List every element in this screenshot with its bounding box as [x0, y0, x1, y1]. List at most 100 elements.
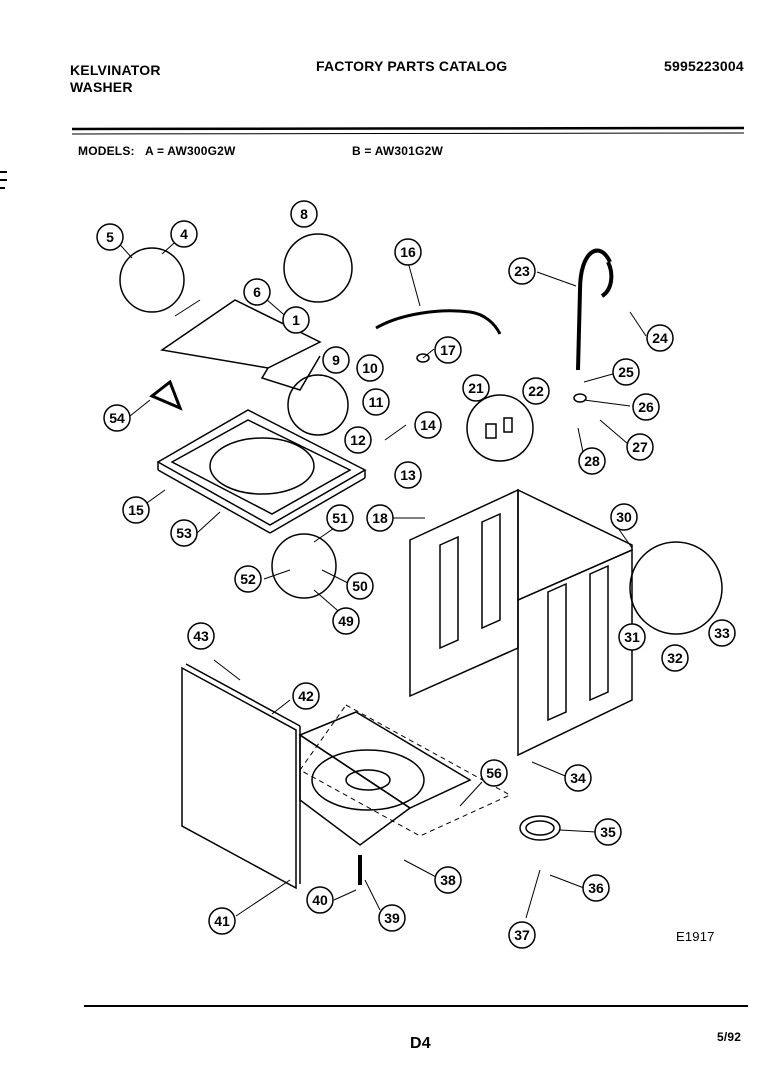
svg-text:36: 36 [588, 880, 604, 896]
callout-13: 13 [394, 461, 422, 489]
callout-36: 36 [582, 874, 610, 902]
svg-text:38: 38 [440, 872, 456, 888]
callout-35: 35 [594, 818, 622, 846]
svg-text:18: 18 [372, 510, 388, 526]
svg-text:43: 43 [193, 628, 209, 644]
svg-text:54: 54 [109, 410, 125, 426]
svg-text:11: 11 [369, 394, 384, 410]
callout-42: 42 [292, 682, 320, 710]
callout-17: 17 [434, 336, 462, 364]
callout-43: 43 [187, 622, 215, 650]
callout-34: 34 [564, 764, 592, 792]
drain-hose [375, 309, 502, 335]
svg-text:31: 31 [624, 629, 640, 645]
callout-10: 10 [356, 354, 384, 382]
callout-16: 16 [394, 238, 422, 266]
base-frame [298, 704, 512, 846]
figure-code: E1917 [676, 929, 715, 944]
callout-markers: 1 4 5 6 8 9 10 11 12 13 14 15 16 17 18 2… [96, 200, 736, 949]
svg-text:26: 26 [638, 399, 654, 415]
svg-text:53: 53 [176, 525, 192, 541]
fill-hose [576, 248, 614, 371]
svg-text:16: 16 [400, 244, 416, 260]
svg-text:14: 14 [420, 417, 436, 433]
svg-text:28: 28 [584, 453, 600, 469]
catalog-number: 5995223004 [664, 58, 744, 74]
callout-5: 5 [96, 223, 124, 251]
svg-text:30: 30 [616, 509, 632, 525]
callout-18: 18 [366, 504, 394, 532]
svg-text:10: 10 [362, 360, 378, 376]
svg-text:17: 17 [440, 342, 456, 358]
callout-21: 21 [462, 374, 490, 402]
callout-52: 52 [234, 565, 262, 593]
callout-1: 1 [282, 306, 310, 334]
callout-56: 56 [480, 759, 508, 787]
svg-text:13: 13 [400, 467, 416, 483]
callout-50: 50 [346, 572, 374, 600]
model-a: A = AW300G2W [145, 144, 236, 158]
model-b: B = AW301G2W [352, 144, 443, 158]
svg-text:12: 12 [350, 432, 366, 448]
svg-text:33: 33 [714, 625, 730, 641]
top-cover [156, 409, 367, 534]
callout-37: 37 [508, 921, 536, 949]
lid-panel [160, 299, 322, 391]
svg-text:41: 41 [214, 913, 230, 929]
svg-text:25: 25 [618, 364, 634, 380]
svg-text:15: 15 [128, 502, 144, 518]
svg-text:32: 32 [667, 650, 683, 666]
svg-text:6: 6 [253, 284, 261, 300]
callout-4: 4 [170, 220, 198, 248]
svg-text:21: 21 [468, 380, 484, 396]
brand-name: KELVINATOR [70, 62, 161, 78]
callout-53: 53 [170, 519, 198, 547]
callout-39: 39 [378, 904, 406, 932]
header-rules [71, 126, 748, 1007]
svg-text:27: 27 [632, 439, 648, 455]
callout-6: 6 [243, 278, 271, 306]
callout-40: 40 [306, 886, 334, 914]
svg-text:40: 40 [312, 892, 328, 908]
svg-text:42: 42 [298, 688, 314, 704]
small-parts [358, 353, 587, 885]
svg-text:37: 37 [514, 927, 530, 943]
callout-12: 12 [344, 426, 372, 454]
callout-11: 11 [362, 388, 390, 416]
gasket-part [149, 379, 183, 411]
callout-32: 32 [661, 644, 689, 672]
svg-text:8: 8 [300, 206, 308, 222]
callout-15: 15 [122, 496, 150, 524]
svg-text:50: 50 [352, 578, 368, 594]
svg-text:24: 24 [652, 330, 668, 346]
callout-14: 14 [414, 411, 442, 439]
callout-24: 24 [646, 324, 674, 352]
svg-text:23: 23 [514, 263, 530, 279]
callout-9: 9 [322, 346, 350, 374]
svg-text:22: 22 [528, 383, 544, 399]
svg-text:34: 34 [570, 770, 586, 786]
svg-text:52: 52 [240, 571, 256, 587]
callout-25: 25 [612, 358, 640, 386]
cabinet-body [409, 488, 633, 757]
detail-circles [119, 233, 723, 635]
callout-49: 49 [332, 607, 360, 635]
svg-text:35: 35 [600, 824, 616, 840]
svg-text:49: 49 [338, 613, 354, 629]
svg-text:51: 51 [332, 510, 348, 526]
callout-38: 38 [434, 866, 462, 894]
leader-lines [113, 233, 647, 919]
callout-54: 54 [103, 404, 131, 432]
binding-marks [0, 171, 7, 189]
callout-31: 31 [618, 623, 646, 651]
svg-text:1: 1 [292, 312, 300, 328]
callout-23: 23 [508, 257, 536, 285]
callout-33: 33 [708, 619, 736, 647]
product-name: WASHER [70, 79, 133, 95]
callout-28: 28 [578, 447, 606, 475]
svg-text:4: 4 [180, 226, 188, 242]
revision-date: 5/92 [717, 1030, 742, 1044]
callout-30: 30 [610, 503, 638, 531]
callout-8: 8 [290, 200, 318, 228]
